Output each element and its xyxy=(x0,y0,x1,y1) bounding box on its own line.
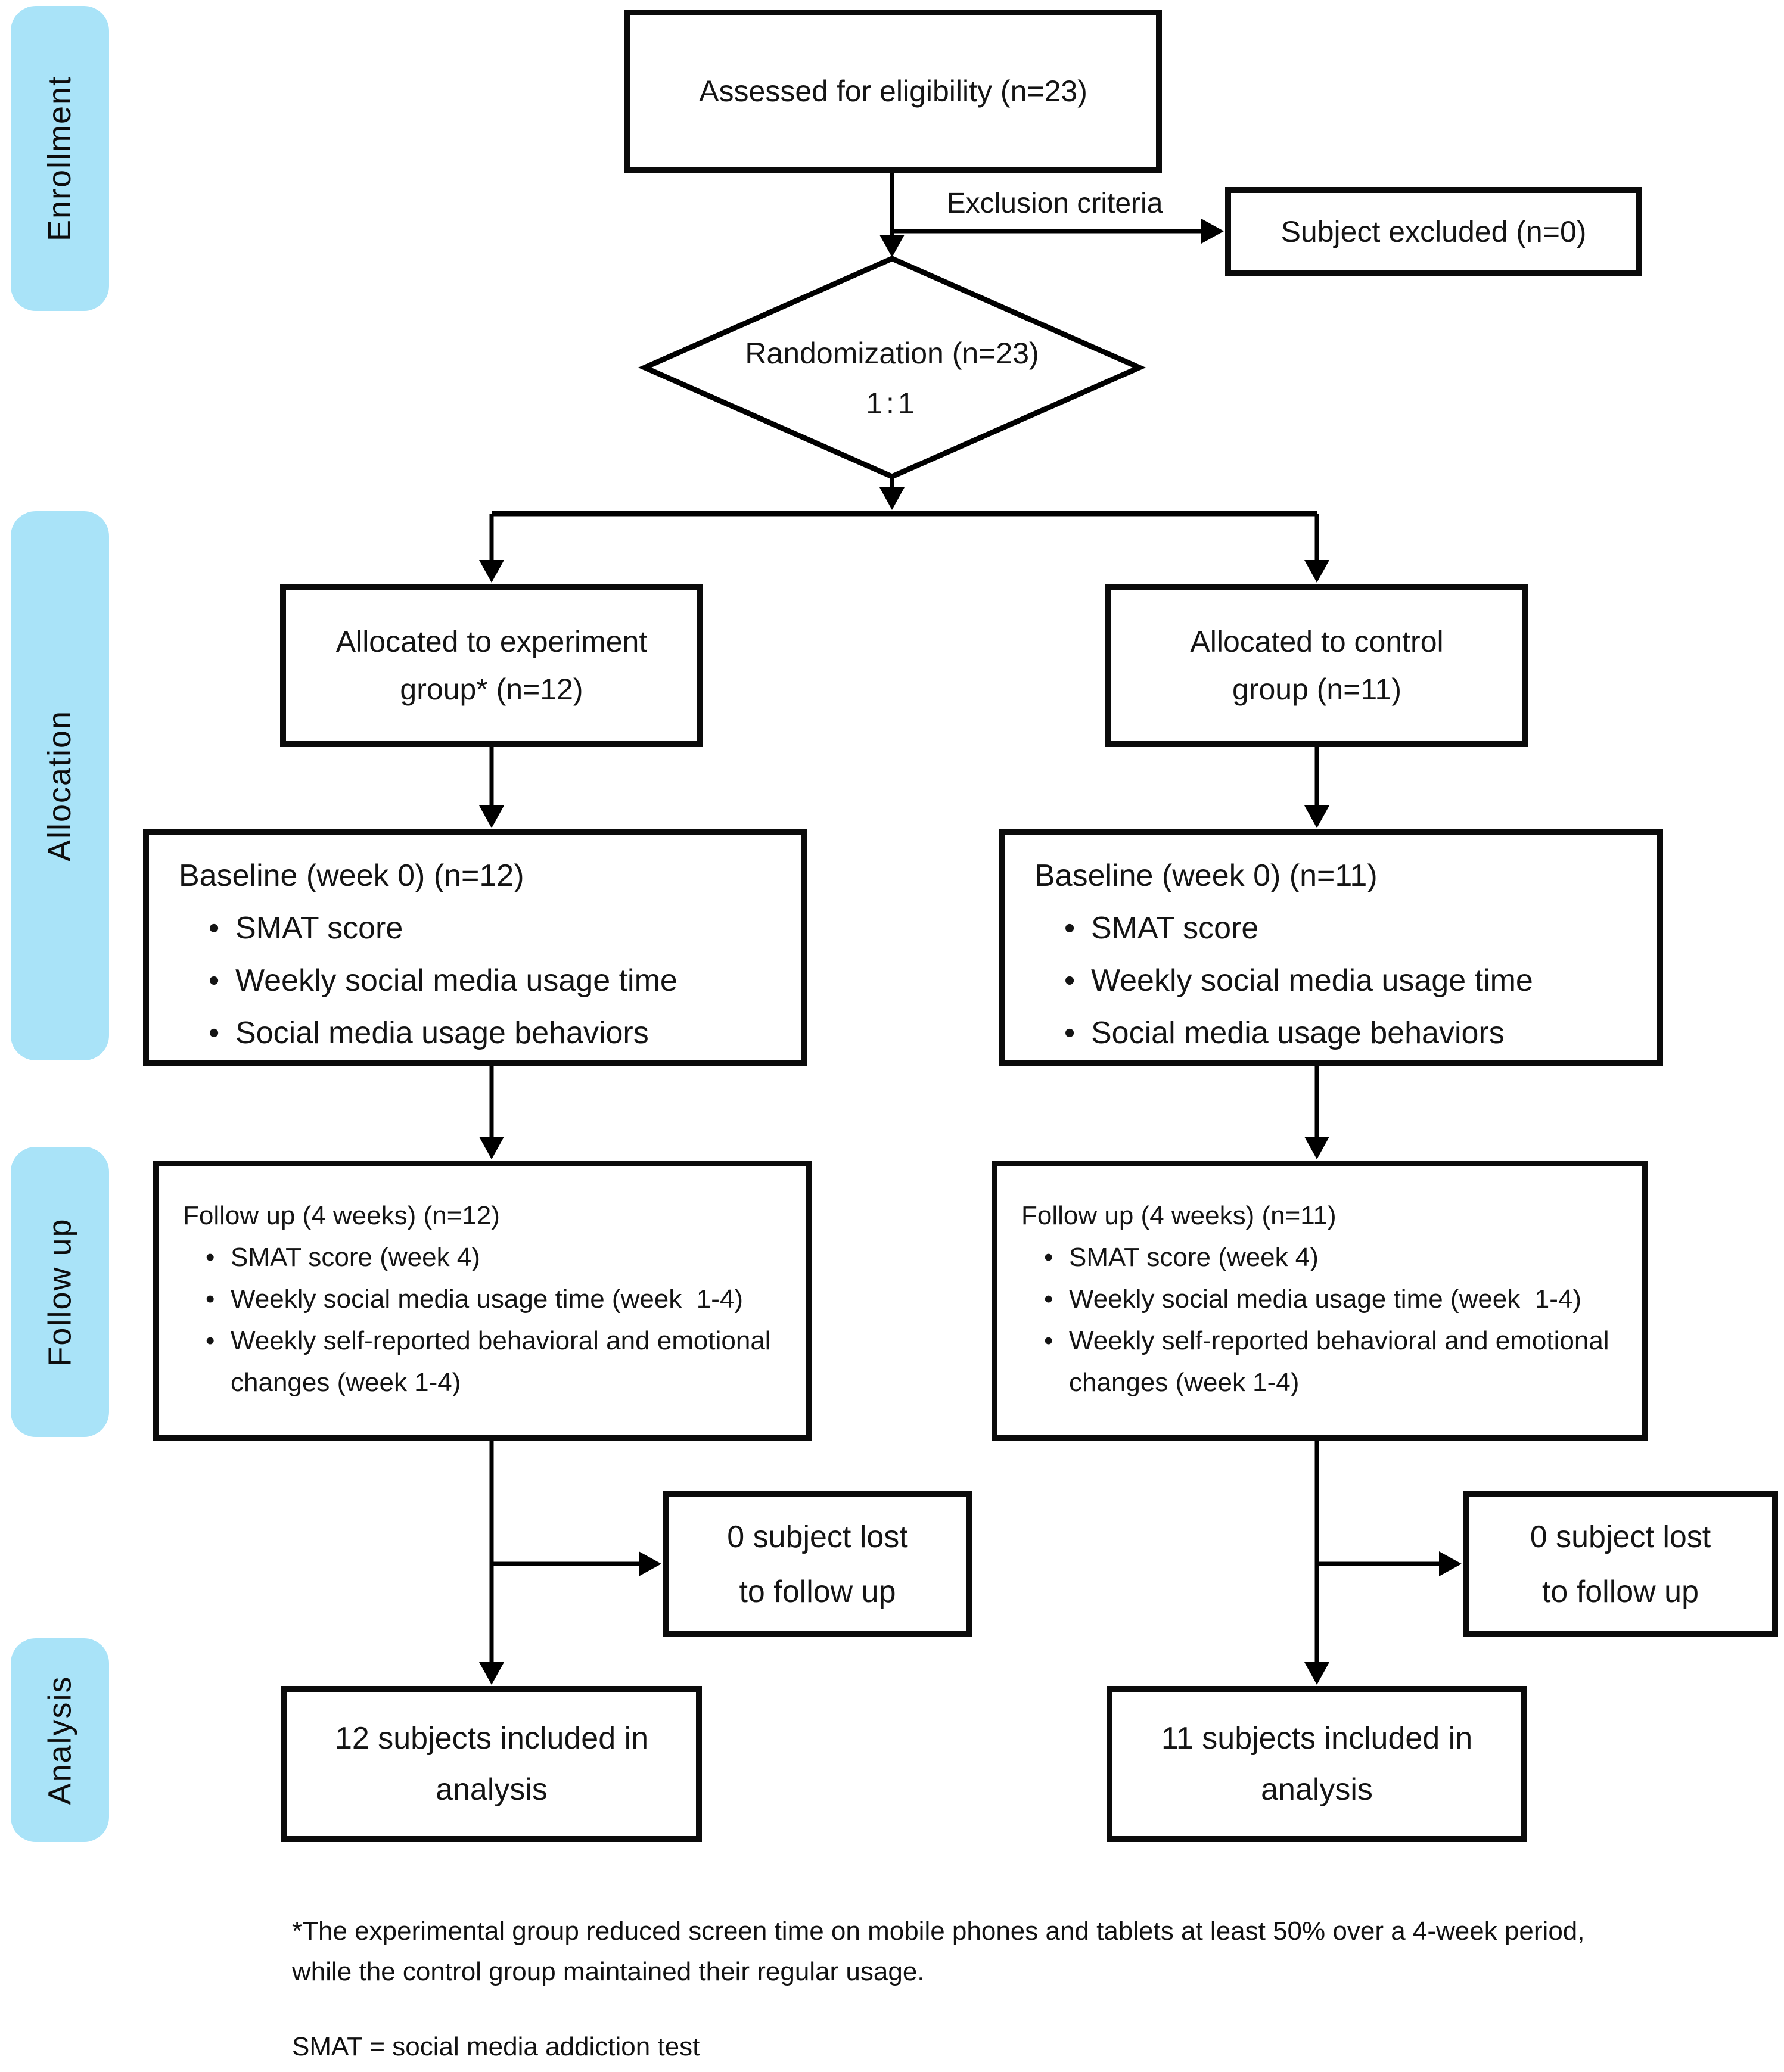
arrowhead-down-icon xyxy=(479,1662,504,1685)
followup-experiment-title: Follow up (4 weeks) (n=12) xyxy=(183,1201,500,1230)
analysis-experiment-line1: 12 subjects included in xyxy=(334,1721,649,1756)
randomization-line1: Randomization (n=23) xyxy=(745,337,1039,370)
randomization-diamond-label: Randomization (n=23) 1:1 xyxy=(645,259,1139,477)
allocated-control-line1: Allocated to control xyxy=(1190,625,1444,658)
analysis-control-line1: 11 subjects included in xyxy=(1161,1721,1473,1756)
subject-excluded-box: Subject excluded (n=0) xyxy=(1225,187,1642,276)
arrowhead-down-icon xyxy=(1304,1662,1329,1685)
phase-label-followup: Follow up xyxy=(11,1147,109,1437)
assessed-eligibility-box: Assessed for eligibility (n=23) xyxy=(624,10,1162,173)
followup-experiment-bullet: Weekly social media usage time (week 1-4… xyxy=(183,1278,799,1320)
footnote-smat: SMAT = social media addiction test xyxy=(292,2032,700,2061)
arrowhead-right-icon xyxy=(639,1551,661,1576)
allocated-control-line2: group (n=11) xyxy=(1232,673,1401,706)
arrowhead-down-icon xyxy=(1304,1137,1329,1159)
allocated-experiment-line1: Allocated to experiment xyxy=(335,625,648,658)
baseline-experiment-bullet: SMAT score xyxy=(179,902,785,954)
followup-experiment-bullet: Weekly self-reported behavioral and emot… xyxy=(183,1320,799,1404)
lost-control-line1: 0 subject lost xyxy=(1530,1519,1711,1554)
arrowhead-right-icon xyxy=(1439,1551,1462,1576)
analysis-experiment-line2: analysis xyxy=(436,1772,548,1807)
baseline-experiment-title: Baseline (week 0) (n=12) xyxy=(179,858,524,893)
allocated-control-box: Allocated to control group (n=11) xyxy=(1105,584,1528,747)
baseline-experiment-bullet: Weekly social media usage time xyxy=(179,954,785,1007)
arrowhead-down-icon xyxy=(879,487,905,510)
analysis-experiment-box: 12 subjects included in analysis xyxy=(281,1686,702,1842)
subject-excluded-text: Subject excluded (n=0) xyxy=(1280,215,1587,248)
analysis-control-box: 11 subjects included in analysis xyxy=(1107,1686,1527,1842)
baseline-control-bullet: Weekly social media usage time xyxy=(1034,954,1640,1007)
lost-followup-experiment-box: 0 subject lost to follow up xyxy=(663,1491,972,1637)
assessed-eligibility-text: Assessed for eligibility (n=23) xyxy=(699,74,1087,108)
followup-control-bullet: Weekly social media usage time (week 1-4… xyxy=(1021,1278,1635,1320)
followup-control-bullet: Weekly self-reported behavioral and emot… xyxy=(1021,1320,1635,1404)
arrowhead-right-icon xyxy=(1201,219,1224,244)
lost-followup-control-box: 0 subject lost to follow up xyxy=(1463,1491,1778,1637)
exclusion-criteria-label: Exclusion criteria xyxy=(946,188,1163,219)
lost-experiment-line2: to follow up xyxy=(739,1574,896,1609)
arrowhead-down-icon xyxy=(479,560,504,583)
baseline-control-box: Baseline (week 0) (n=11) SMAT score Week… xyxy=(999,829,1663,1066)
baseline-control-bullet: Social media usage behaviors xyxy=(1034,1007,1640,1059)
arrowhead-down-icon xyxy=(879,235,905,257)
arrowhead-down-icon xyxy=(479,805,504,828)
phase-label-analysis: Analysis xyxy=(11,1638,109,1842)
footnote-asterisk-line2: while the control group maintained their… xyxy=(292,1957,925,1986)
lost-experiment-line1: 0 subject lost xyxy=(727,1519,908,1554)
arrowhead-down-icon xyxy=(1304,805,1329,828)
lost-control-line2: to follow up xyxy=(1541,1574,1699,1609)
followup-control-bullet: SMAT score (week 4) xyxy=(1021,1237,1635,1278)
allocated-experiment-box: Allocated to experiment group* (n=12) xyxy=(280,584,703,747)
followup-experiment-box: Follow up (4 weeks) (n=12) SMAT score (w… xyxy=(153,1161,812,1441)
baseline-control-bullet: SMAT score xyxy=(1034,902,1640,954)
analysis-control-line2: analysis xyxy=(1261,1772,1373,1807)
footnote-asterisk: *The experimental group reduced screen t… xyxy=(292,1911,1585,1992)
arrowhead-down-icon xyxy=(479,1137,504,1159)
arrowhead-down-icon xyxy=(1304,560,1329,583)
footnote-asterisk-line1: *The experimental group reduced screen t… xyxy=(292,1917,1585,1946)
phase-label-enrollment: Enrollment xyxy=(11,6,109,311)
baseline-control-title: Baseline (week 0) (n=11) xyxy=(1034,858,1378,893)
followup-experiment-bullet: SMAT score (week 4) xyxy=(183,1237,799,1278)
followup-control-box: Follow up (4 weeks) (n=11) SMAT score (w… xyxy=(992,1161,1648,1441)
phase-label-allocation: Allocation xyxy=(11,511,109,1060)
baseline-experiment-box: Baseline (week 0) (n=12) SMAT score Week… xyxy=(143,829,807,1066)
randomization-ratio: 1:1 xyxy=(866,387,918,420)
baseline-experiment-bullet: Social media usage behaviors xyxy=(179,1007,785,1059)
followup-control-title: Follow up (4 weeks) (n=11) xyxy=(1021,1201,1337,1230)
allocated-experiment-line2: group* (n=12) xyxy=(400,673,583,706)
